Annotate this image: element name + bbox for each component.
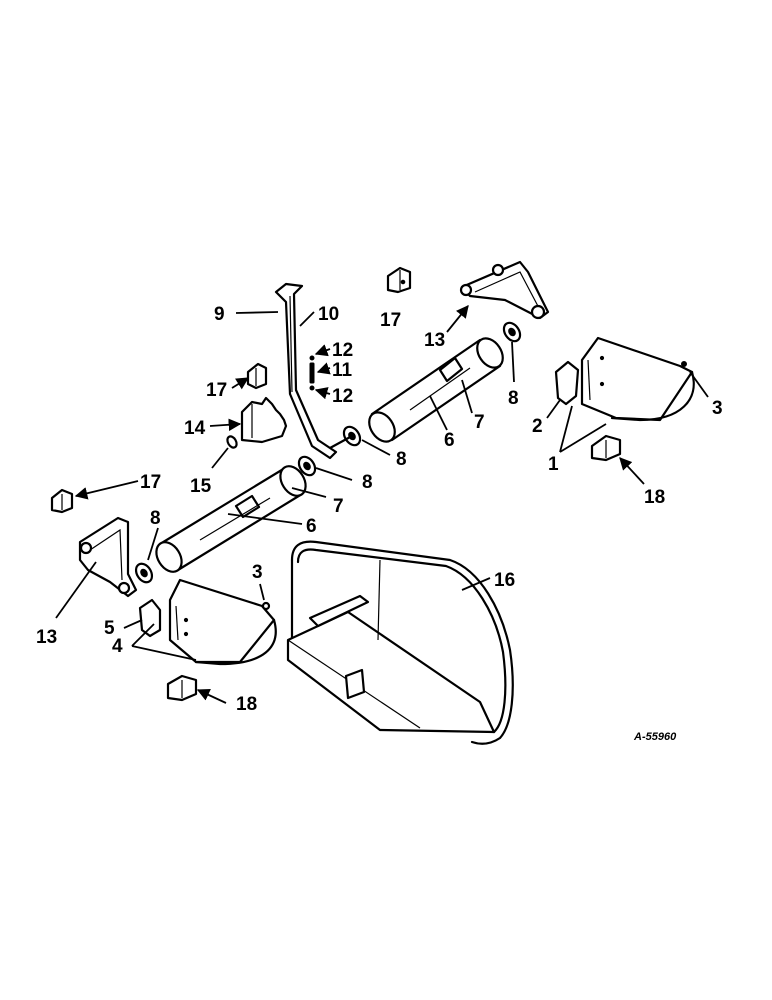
spacer-8-left: [134, 562, 154, 584]
figure-reference: A-55960: [633, 731, 677, 743]
callout-12: 12: [332, 386, 353, 407]
callout-7: 7: [474, 412, 485, 433]
shield-left: [138, 578, 277, 666]
callout-9: 9: [214, 304, 225, 325]
callout-17: 17: [380, 310, 401, 331]
callout-15: 15: [190, 476, 212, 497]
bracket-17-left: [50, 488, 74, 514]
quadrant-14: [240, 396, 288, 444]
bracket-17-top: [386, 266, 412, 294]
callout-16: 16: [494, 570, 515, 591]
callout-2: 2: [532, 416, 543, 437]
bracket-13-left: [78, 516, 138, 598]
callout-17: 17: [140, 472, 161, 493]
leader-lines: [55, 305, 709, 704]
callout-5: 5: [104, 618, 115, 639]
callout-6: 6: [444, 430, 455, 451]
callout-13: 13: [36, 627, 57, 648]
bracket-17-middle: [246, 362, 268, 390]
callout-1: 1: [548, 454, 559, 475]
callout-4: 4: [112, 636, 123, 657]
callout-7: 7: [333, 496, 344, 517]
callout-12: 12: [332, 340, 353, 361]
roller-right: [328, 321, 522, 450]
callout-13: 13: [424, 330, 445, 351]
callout-17: 17: [206, 380, 227, 401]
spacer-8-center: [297, 455, 317, 477]
callout-14: 14: [184, 418, 206, 439]
callout-8: 8: [150, 508, 161, 529]
callout-18: 18: [644, 487, 665, 508]
callout-labels: 9 10 12 11 12 17 13 8 7 6 8 8 7 6 17 14 …: [36, 304, 723, 715]
callout-6: 6: [306, 516, 317, 537]
frame-16: [286, 540, 514, 745]
callout-3: 3: [712, 398, 723, 419]
callout-8: 8: [508, 388, 519, 409]
callout-10: 10: [318, 304, 339, 325]
bracket-18-left: [166, 674, 198, 702]
bracket-18-right: [590, 434, 622, 462]
callout-18: 18: [236, 694, 257, 715]
roller-left: [155, 465, 307, 573]
shield-right: [554, 336, 695, 422]
pin-15: [226, 435, 238, 449]
bracket-13-right: [459, 260, 550, 320]
callout-11: 11: [332, 360, 353, 381]
callout-8: 8: [362, 472, 373, 493]
callout-8: 8: [396, 449, 407, 470]
callout-3: 3: [252, 562, 263, 583]
lever-9-10: [274, 282, 338, 460]
